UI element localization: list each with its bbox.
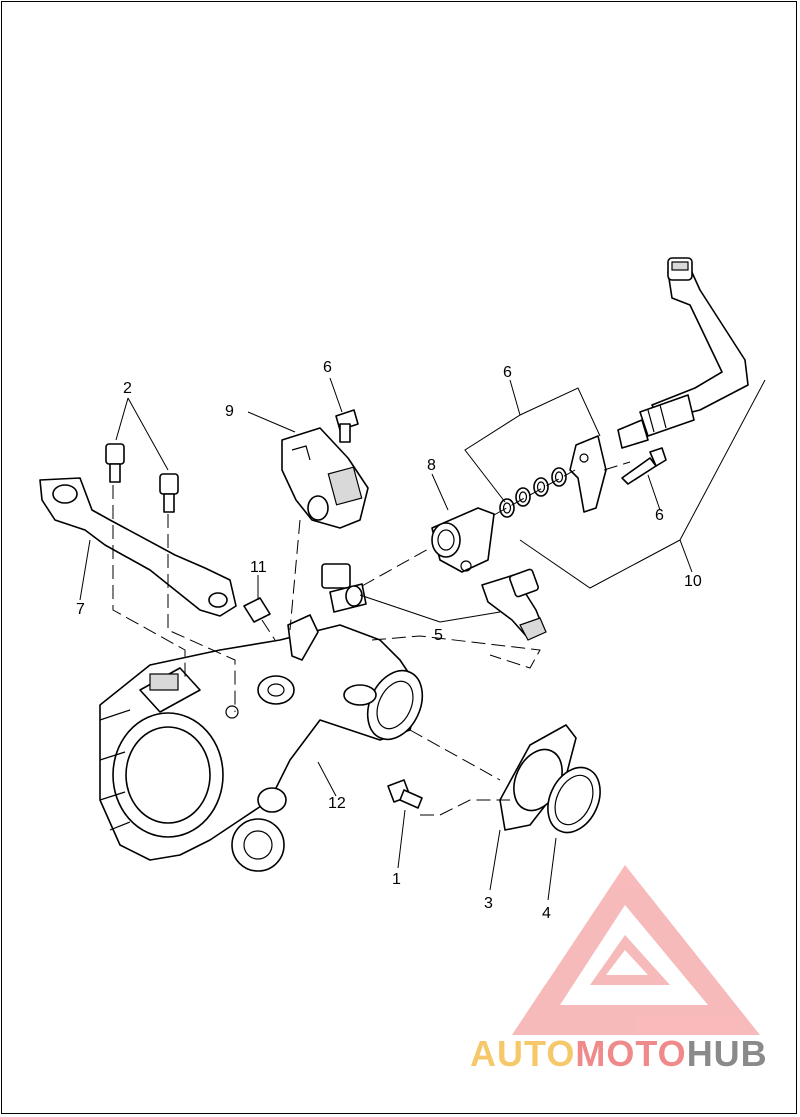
- callout-8: 8: [427, 457, 436, 474]
- fuel-line-bracket: [569, 435, 607, 513]
- injector-fuel-cup: [431, 507, 495, 573]
- watermark-auto: AUTO: [470, 1033, 575, 1074]
- callout-6-screw: 6: [655, 507, 664, 524]
- callout-7: 7: [76, 601, 85, 618]
- callout-2: 2: [123, 380, 132, 397]
- callout-5: 5: [434, 627, 443, 644]
- throttle-body: [99, 614, 424, 872]
- o-ring-set: [499, 467, 567, 518]
- callout-1: 1: [392, 871, 401, 888]
- callout-9: 9: [225, 403, 234, 420]
- watermark-moto: MOTO: [575, 1033, 686, 1074]
- sensor-screw: [335, 409, 359, 443]
- callout-labels: 2 6 9 6 8 6 10 5 11 7 12 1 3 4: [76, 359, 702, 922]
- fuel-injector: [481, 568, 547, 641]
- vacuum-plug: [243, 597, 271, 623]
- fuel-line-assembly: [617, 257, 749, 449]
- map-sensor: [281, 427, 369, 529]
- callout-6-orings: 6: [503, 364, 512, 381]
- manifold-gasket: [499, 724, 577, 831]
- mounting-bracket: [39, 477, 237, 617]
- callout-11: 11: [250, 559, 267, 576]
- flange-screw: [387, 779, 423, 809]
- watermark-hub: HUB: [687, 1033, 768, 1074]
- bracket-screw: [621, 447, 667, 485]
- callout-10: 10: [684, 573, 702, 590]
- watermark-logo: [512, 865, 760, 1035]
- injector-connector: [321, 563, 367, 613]
- watermark-text: AUTOMOTOHUB: [470, 1033, 768, 1074]
- callout-6-sensor: 6: [323, 359, 332, 376]
- assembly-lines: [112, 461, 631, 816]
- cap-screws: [105, 443, 179, 513]
- callout-3: 3: [484, 895, 493, 912]
- leader-lines: [79, 377, 766, 901]
- callout-4: 4: [542, 905, 551, 922]
- intake-seal: [547, 766, 601, 834]
- callout-12: 12: [328, 795, 346, 812]
